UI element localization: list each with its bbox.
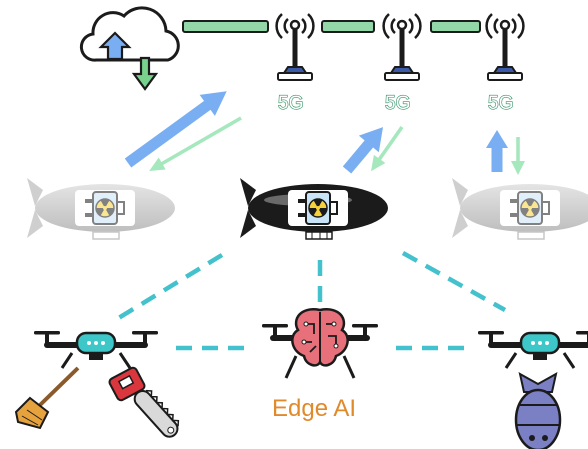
drone-center: Edge AI xyxy=(262,308,378,422)
airship-left xyxy=(26,177,176,240)
downlink-arrow-right xyxy=(511,137,525,175)
drone-icon xyxy=(476,329,588,370)
backhaul-link-tower2-tower3 xyxy=(430,20,481,33)
uplink-arrows xyxy=(124,91,508,174)
downlink-arrow-left xyxy=(149,116,242,171)
uplink-arrow-left xyxy=(124,91,227,168)
cloud-upload-download-icon xyxy=(79,6,180,91)
drone-icon xyxy=(32,329,160,370)
wireless-links xyxy=(110,251,507,351)
airship-center xyxy=(239,177,389,240)
chainsaw-icon xyxy=(108,366,180,438)
bomb-icon xyxy=(514,372,562,449)
brain-ai-icon xyxy=(291,308,349,367)
drone-left xyxy=(14,329,180,438)
antenna-tower-2: 5G xyxy=(382,12,422,115)
antenna-tower-3: 5G xyxy=(485,12,525,115)
tower-1-label: 5G xyxy=(278,93,303,114)
backhaul-links xyxy=(182,20,481,33)
link-airship-left-drone xyxy=(110,253,224,324)
broom-icon xyxy=(14,366,80,430)
drone-right xyxy=(476,329,588,449)
antenna-tower-1: 5G xyxy=(275,12,315,115)
backhaul-link-cloud-tower1 xyxy=(182,20,269,33)
edge-ai-label: Edge AI xyxy=(272,395,356,422)
tower-2-label: 5G xyxy=(385,93,410,114)
tower-3-label: 5G xyxy=(488,93,513,114)
downlink-arrows xyxy=(149,116,525,175)
downlink-arrow-center xyxy=(371,125,404,172)
airship-right xyxy=(451,177,588,240)
uplink-arrow-right xyxy=(486,130,508,172)
backhaul-link-tower1-tower2 xyxy=(321,20,375,33)
link-airship-center-drone-right xyxy=(401,251,507,312)
uplink-arrow-center xyxy=(342,127,383,174)
